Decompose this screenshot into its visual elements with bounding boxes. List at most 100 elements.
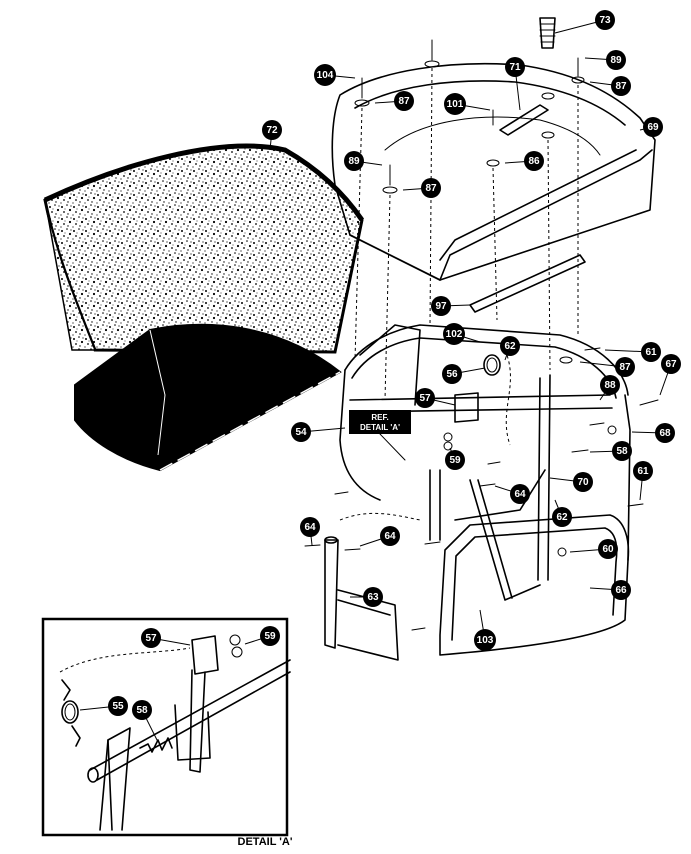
strap-97	[469, 254, 586, 313]
cover-side-wall	[349, 234, 441, 281]
callout-number: 57	[419, 393, 431, 404]
callout-badge	[262, 120, 282, 140]
callout-59: 59	[244, 626, 280, 646]
callout-badge	[595, 10, 615, 30]
callout-101: 101	[444, 93, 491, 115]
callout-58: 58	[132, 700, 159, 743]
callout-number: 54	[295, 427, 307, 438]
cover-outline	[331, 62, 656, 281]
cover-inner-rim	[354, 80, 626, 126]
detail-leg-left	[99, 727, 131, 831]
callout-number: 87	[619, 362, 631, 373]
stand-63	[324, 536, 399, 661]
arm-70	[454, 469, 546, 521]
bag-fold-line	[149, 329, 166, 456]
detail-leg-left-2	[107, 739, 113, 831]
callout-number: 55	[112, 701, 124, 712]
callout-badge	[661, 354, 681, 374]
callout-badge	[363, 587, 383, 607]
callout-number: 68	[659, 428, 671, 439]
callout-number: 72	[266, 125, 278, 136]
ref-line-2: DETAIL 'A'	[360, 423, 400, 432]
callout-badge	[394, 91, 414, 111]
callout-87: 87	[374, 91, 414, 111]
callout-number: 104	[317, 70, 334, 81]
callout-86: 86	[504, 151, 544, 171]
callout-badge	[612, 441, 632, 461]
callout-69: 69	[639, 117, 663, 137]
callout-badge	[431, 296, 451, 316]
callout-number: 64	[384, 531, 396, 542]
callout-67: 67	[659, 354, 681, 396]
callout-badge	[260, 626, 280, 646]
frame-crossbar	[349, 394, 611, 401]
detail-tube	[89, 659, 291, 771]
callout-badge	[444, 93, 466, 115]
callout-70: 70	[549, 472, 593, 492]
callout-number: 62	[556, 512, 568, 523]
callout-number: 73	[599, 15, 611, 26]
callout-badge	[380, 526, 400, 546]
frame-left-rail	[339, 369, 381, 501]
callout-number: 101	[447, 99, 464, 110]
callout-badge	[510, 484, 530, 504]
callout-badge	[314, 64, 336, 86]
callout-number: 56	[446, 369, 458, 380]
callout-number: 88	[604, 380, 616, 391]
spring-56	[483, 354, 501, 376]
callout-badge	[344, 151, 364, 171]
callout-57: 57	[141, 628, 191, 648]
callout-87: 87	[402, 178, 441, 198]
callout-number: 89	[610, 55, 622, 66]
callout-badge	[300, 517, 320, 537]
callout-57: 57	[415, 388, 456, 408]
callout-badge	[611, 580, 631, 600]
hardware	[304, 17, 659, 631]
detail-a-caption: DETAIL 'A'	[237, 836, 293, 848]
ref-line-1: REF.	[371, 413, 388, 422]
callout-number: 103	[477, 635, 494, 646]
detail-post-2	[174, 704, 211, 761]
frame-diag	[469, 479, 541, 601]
callout-number: 102	[446, 329, 463, 340]
cover-front-lip	[439, 149, 653, 281]
callout-60: 60	[569, 539, 618, 559]
callout-number: 87	[425, 183, 437, 194]
callout-71: 71	[505, 57, 525, 111]
callout-87: 87	[589, 76, 631, 96]
callout-64: 64	[359, 526, 400, 547]
callout-number: 70	[577, 477, 589, 488]
callout-number: 64	[304, 522, 316, 533]
callout-73: 73	[554, 10, 615, 34]
callout-62: 62	[500, 336, 520, 361]
callout-number: 87	[398, 96, 410, 107]
callout-number: 61	[637, 466, 649, 477]
callout-number: 86	[528, 156, 540, 167]
callout-87: 87	[579, 357, 635, 377]
grass-bag	[43, 143, 365, 472]
callout-badge	[445, 450, 465, 470]
callout-badge	[415, 388, 435, 408]
detail-tube-2	[96, 671, 291, 781]
frame-lower-loop	[439, 514, 630, 656]
callout-badge	[573, 472, 593, 492]
callout-54: 54	[291, 422, 346, 442]
callout-68: 68	[631, 423, 675, 443]
callout-badge	[505, 57, 525, 77]
callout-63: 63	[350, 587, 383, 607]
bag-top-rim	[43, 143, 365, 222]
callout-number: 71	[509, 62, 521, 73]
detail-spring-55	[61, 700, 79, 724]
callout-badge	[552, 507, 572, 527]
callout-badge	[611, 76, 631, 96]
callout-64: 64	[494, 484, 530, 504]
callout-number: 57	[145, 633, 157, 644]
callout-number: 62	[504, 341, 516, 352]
callout-badge	[291, 422, 311, 442]
callout-number: 61	[645, 347, 657, 358]
callout-badge	[141, 628, 161, 648]
plate-57	[454, 392, 479, 423]
callout-number: 87	[615, 81, 627, 92]
callout-badge	[606, 50, 626, 70]
bag-bottom-lip	[159, 371, 341, 471]
